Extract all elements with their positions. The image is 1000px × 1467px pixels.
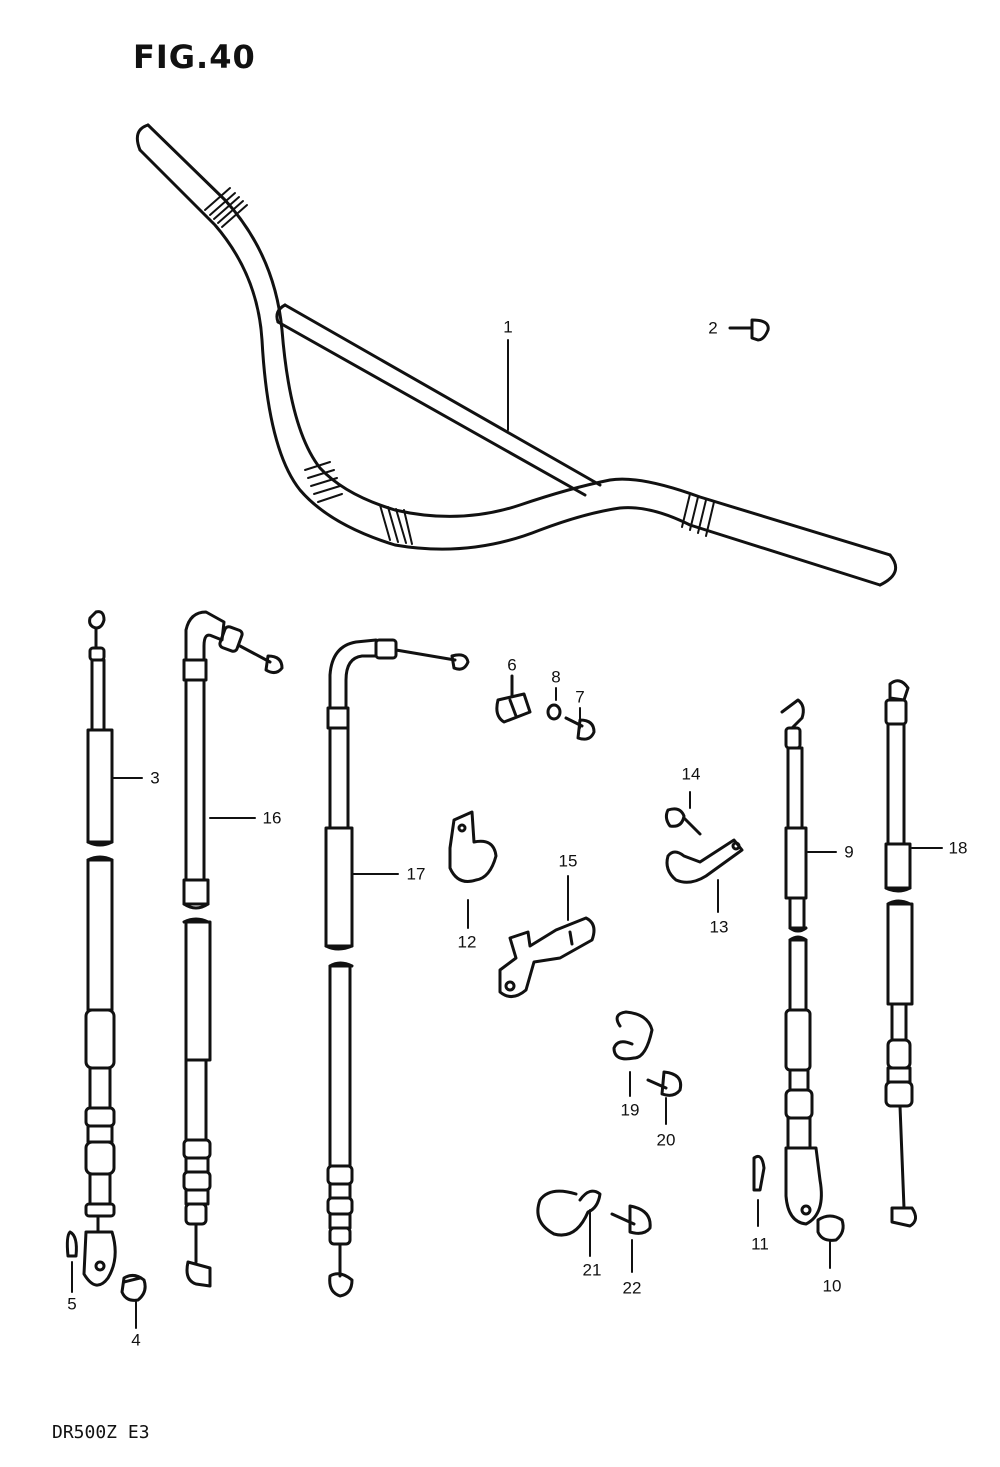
plug-part bbox=[728, 318, 770, 342]
callout-12: 12 bbox=[457, 932, 477, 952]
cap-part-4 bbox=[120, 1273, 147, 1329]
callout-15: 15 bbox=[558, 851, 578, 871]
callout-17: 17 bbox=[406, 864, 426, 884]
bolt-part-20 bbox=[646, 1070, 683, 1125]
callout-19: 19 bbox=[620, 1100, 640, 1120]
callout-20: 20 bbox=[656, 1130, 676, 1150]
callout-10: 10 bbox=[822, 1276, 842, 1296]
bolt-part-22 bbox=[610, 1204, 652, 1273]
callout-18: 18 bbox=[948, 838, 968, 858]
cable-part-17 bbox=[324, 638, 470, 1298]
clamp-part-6 bbox=[495, 674, 532, 724]
callout-21: 21 bbox=[582, 1260, 602, 1280]
bracket-part-15 bbox=[498, 875, 596, 998]
bolt-part-14 bbox=[664, 791, 702, 836]
callout-9: 9 bbox=[844, 842, 854, 862]
cable-part-16 bbox=[182, 610, 284, 1288]
callout-14: 14 bbox=[681, 764, 701, 784]
callout-5: 5 bbox=[67, 1294, 77, 1314]
cable-part-3 bbox=[82, 610, 117, 1287]
callout-16: 16 bbox=[262, 808, 282, 828]
callout-22: 22 bbox=[622, 1278, 642, 1298]
handlebar bbox=[135, 123, 898, 587]
figure-title: FIG.40 bbox=[133, 38, 256, 76]
washer-part-8 bbox=[546, 687, 562, 721]
callout-6: 6 bbox=[507, 655, 517, 675]
clamp-part-12 bbox=[448, 810, 498, 929]
clip-part-21 bbox=[536, 1189, 602, 1257]
callout-11: 11 bbox=[751, 1234, 769, 1254]
model-label: DR500Z E3 bbox=[52, 1422, 150, 1443]
callout-1: 1 bbox=[503, 317, 513, 337]
callout-3: 3 bbox=[150, 768, 160, 788]
cable-part-18 bbox=[884, 679, 943, 1228]
callout-8: 8 bbox=[551, 667, 561, 687]
callout-2: 2 bbox=[708, 318, 718, 338]
clip-part-19 bbox=[612, 1010, 654, 1097]
callout-7: 7 bbox=[575, 687, 585, 707]
pin-part-11 bbox=[752, 1154, 766, 1227]
callout-13: 13 bbox=[709, 917, 729, 937]
clamp-part-13 bbox=[665, 838, 744, 913]
cap-part-10 bbox=[816, 1214, 845, 1269]
cable-part-9 bbox=[780, 698, 837, 1226]
pin-part-5 bbox=[65, 1230, 78, 1293]
callout-4: 4 bbox=[131, 1330, 141, 1350]
bolt-part-7 bbox=[564, 707, 596, 741]
